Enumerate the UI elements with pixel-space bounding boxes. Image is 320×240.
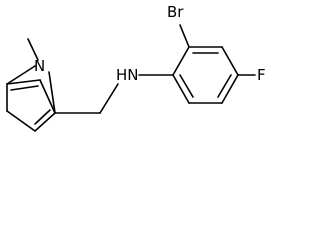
bond-c6-c1-double [179, 74, 194, 98]
bond-cc-cd [6, 110, 36, 132]
bond-pyrrole-n-c5 [6, 65, 36, 85]
bond-n-ca [39, 79, 56, 114]
molecule-diagram: Br F HN N [6, 3, 266, 132]
bond-c6-c1 [172, 74, 190, 104]
atom-label-fluorine: F [257, 66, 266, 84]
pyrrole-ring [6, 71, 56, 132]
bond-ca-cb [6, 79, 41, 85]
bond-cd-n-double [34, 109, 51, 125]
atom-label-bromine: Br [167, 3, 184, 21]
atom-label-pyrrole-nitrogen: N [34, 57, 45, 75]
bond-c4-c5 [221, 74, 239, 104]
atom-label-amine: HN [116, 66, 139, 84]
bond-c2-br [179, 24, 190, 48]
bond-c2-n1-pyrrole [48, 71, 56, 114]
bond-cd-n [34, 112, 56, 132]
bond-ch2-nh [99, 83, 119, 114]
structure-canvas: Br F HN N [6, 3, 266, 132]
bond-c4-c5-double [217, 74, 232, 98]
benzene-ring [138, 46, 239, 104]
bond-c3-c4 [221, 46, 239, 76]
bond-n-methyl [27, 38, 39, 61]
bond-c1-c2 [172, 46, 190, 76]
bond-ca-cb-double [10, 85, 39, 91]
